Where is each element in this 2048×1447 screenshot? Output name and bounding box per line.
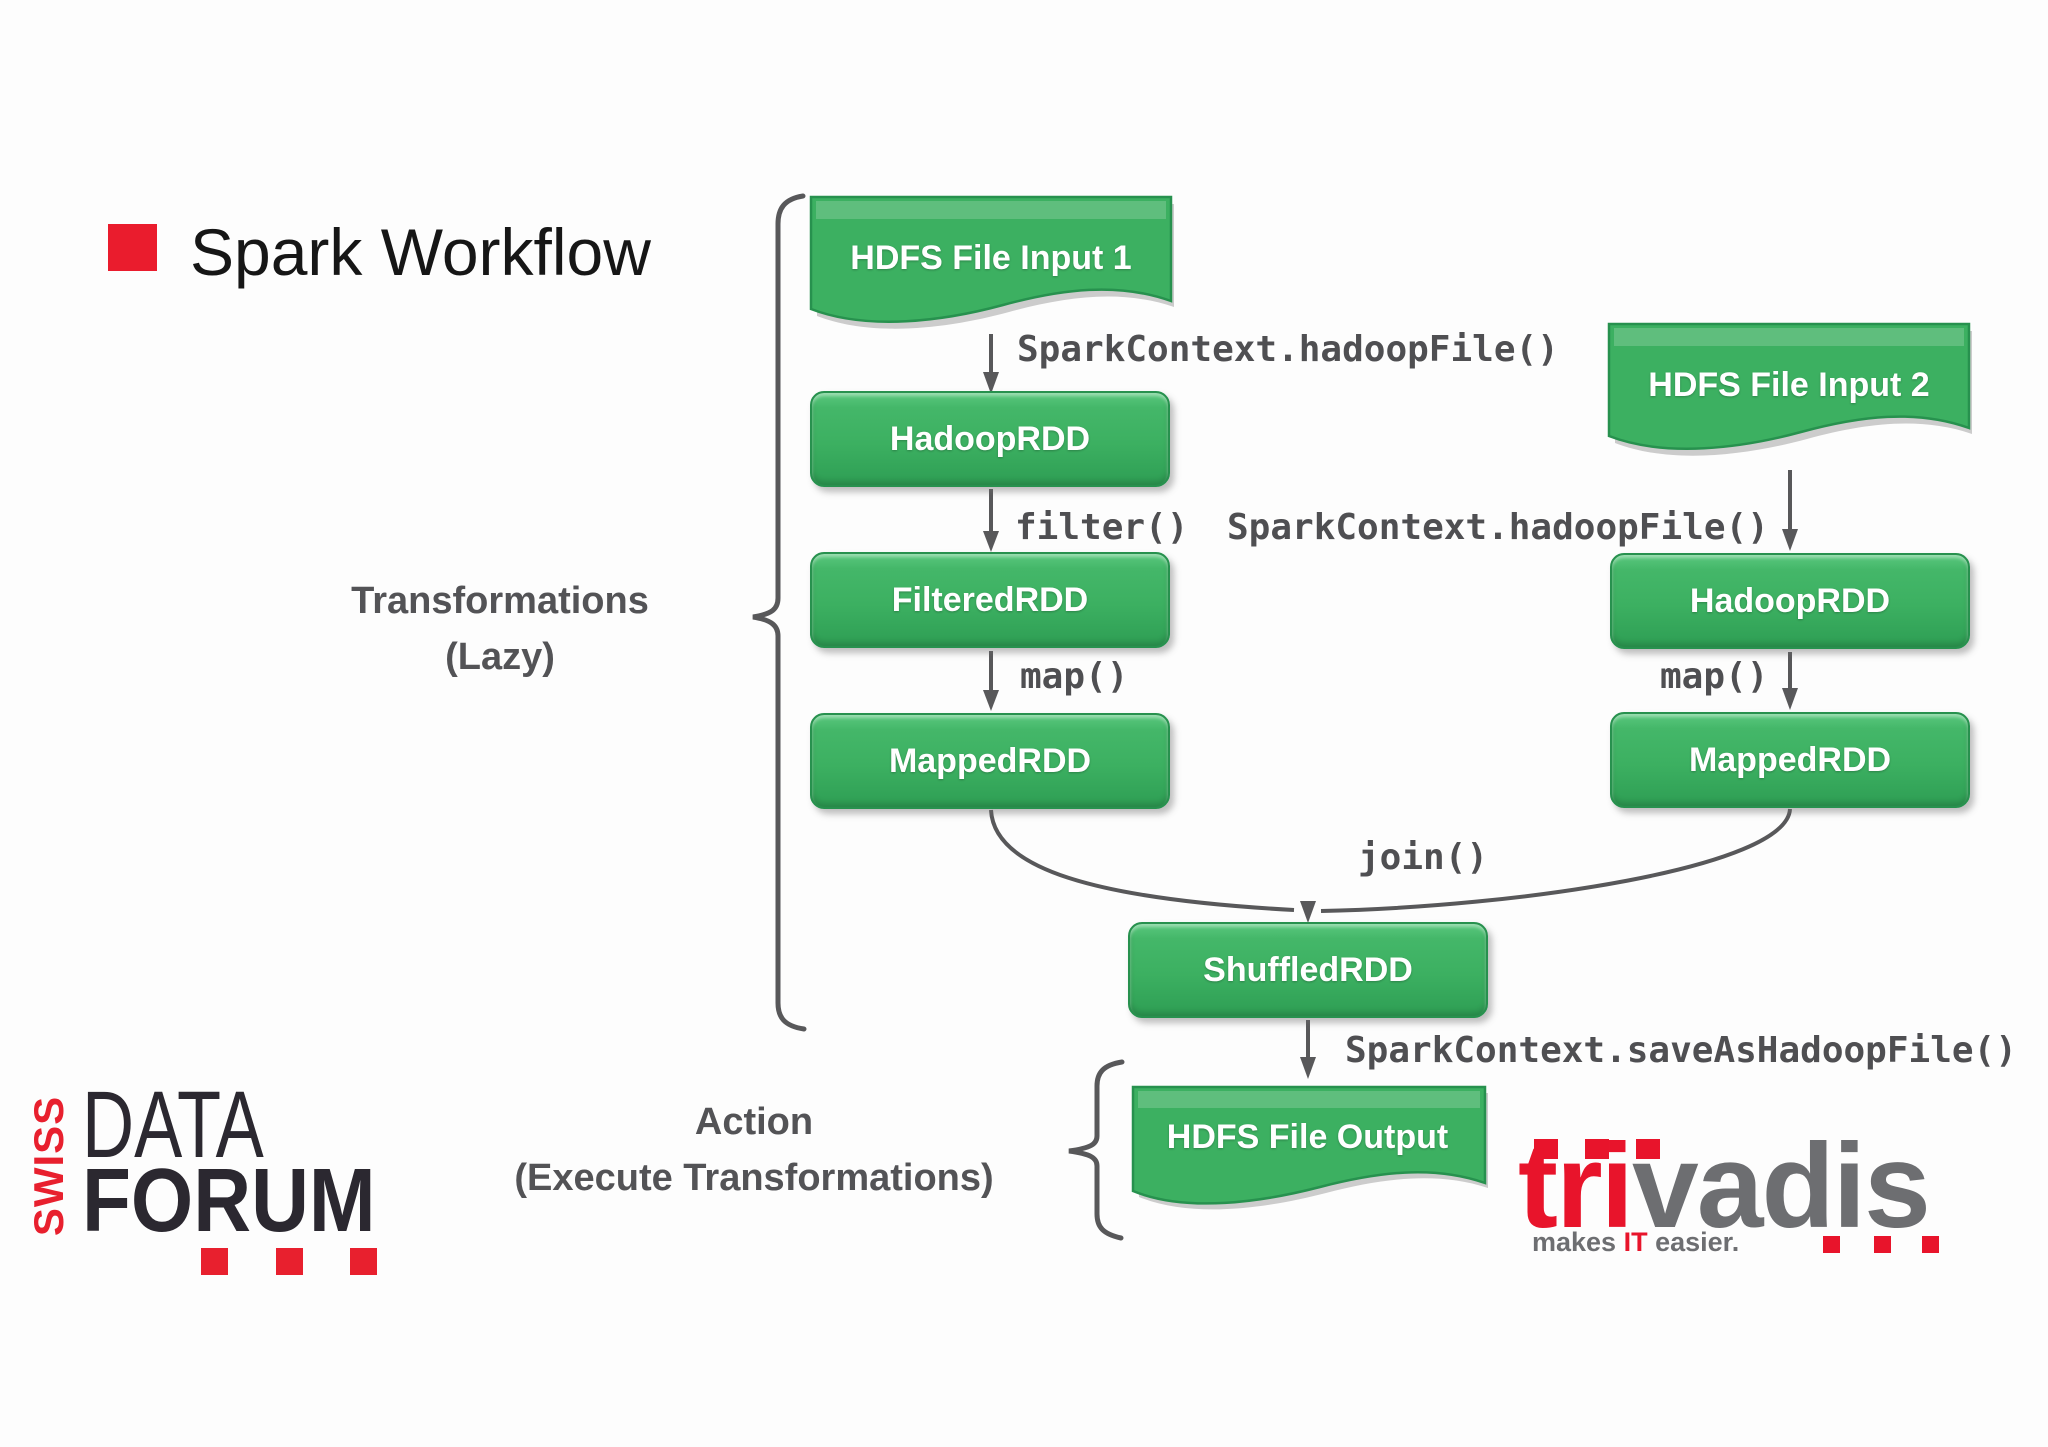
node-shuffledrdd: ShuffledRDD	[1128, 922, 1488, 1018]
trivadis-red-square	[1922, 1236, 1939, 1253]
arrowhead	[1300, 901, 1316, 923]
edge-label-map-2: map()	[1660, 656, 1769, 697]
swiss-data-forum-logo-data: DATA	[82, 1072, 264, 1178]
swiss-data-forum-logo-swiss: SWISS	[25, 1095, 72, 1237]
arrowhead	[1782, 688, 1798, 710]
node-label: HDFS File Input 1	[850, 238, 1132, 277]
node-filteredrdd: FilteredRDD	[810, 552, 1170, 648]
trivadis-red-square	[1823, 1236, 1840, 1253]
arrowhead	[1300, 1057, 1316, 1079]
node-hdfs-file-input-1	[809, 195, 1174, 329]
node-hadooprdd-2: HadoopRDD	[1610, 553, 1970, 649]
edge-label-join: join()	[1358, 837, 1489, 878]
node-mappedrdd-1: MappedRDD	[810, 713, 1170, 809]
node-mappedrdd-2: MappedRDD	[1610, 712, 1970, 808]
arrowhead	[983, 531, 999, 552]
edge-label-map-1: map()	[1020, 656, 1129, 697]
edge-label-hadoopfile-2: SparkContext.hadoopFile()	[1227, 507, 1769, 548]
page-title: Spark Workflow	[190, 215, 651, 289]
trivadis-red-square	[1874, 1236, 1891, 1253]
action-label-line2: (Execute Transformations)	[514, 1157, 994, 1199]
logo-red-square	[201, 1248, 228, 1275]
node-hadooprdd-1: HadoopRDD	[810, 391, 1170, 487]
transformations-label-line1: Transformations	[351, 580, 649, 622]
trivadis-logo-dot	[1534, 1139, 1558, 1159]
node-hdfs-file-output	[1131, 1085, 1488, 1210]
trivadis-tagline: makes IT easier.	[1532, 1227, 1740, 1257]
title-bullet-square	[108, 224, 157, 271]
trivadis-logo-vadis: vadis	[1632, 1119, 1931, 1253]
edge-label-hadoopfile-1: SparkContext.hadoopFile()	[1017, 329, 1559, 370]
join-curve-right	[1320, 808, 1792, 913]
edge-label-saveashadoopfile: SparkContext.saveAsHadoopFile()	[1345, 1030, 2017, 1071]
node-hdfs-file-input-2	[1607, 322, 1972, 456]
logo-red-square	[350, 1248, 377, 1275]
arrowhead	[983, 690, 999, 711]
action-label-line1: Action	[694, 1101, 814, 1143]
trivadis-logo-tri: tri	[1518, 1119, 1634, 1253]
arrowhead	[1782, 529, 1798, 551]
transformations-label-line2: (Lazy)	[445, 636, 555, 678]
trivadis-logo-dot	[1636, 1139, 1660, 1159]
logo-red-square	[276, 1248, 303, 1275]
node-label: HDFS File Output	[1166, 1117, 1449, 1156]
node-label: HDFS File Input 2	[1648, 365, 1930, 404]
action-group-label: Action (Execute Transformations)	[480, 1094, 1028, 1206]
transformations-brace	[752, 193, 807, 1032]
swiss-data-forum-logo-forum: FORUM	[82, 1151, 376, 1251]
arrowhead	[983, 372, 999, 394]
trivadis-logo-wordmark: trivadis	[1518, 1126, 1931, 1246]
join-curve-left	[989, 809, 1295, 912]
edge-label-filter: filter()	[1015, 507, 1189, 548]
transformations-group-label: Transformations (Lazy)	[270, 573, 730, 685]
action-brace	[1068, 1059, 1125, 1241]
trivadis-logo-dot	[1585, 1139, 1609, 1159]
